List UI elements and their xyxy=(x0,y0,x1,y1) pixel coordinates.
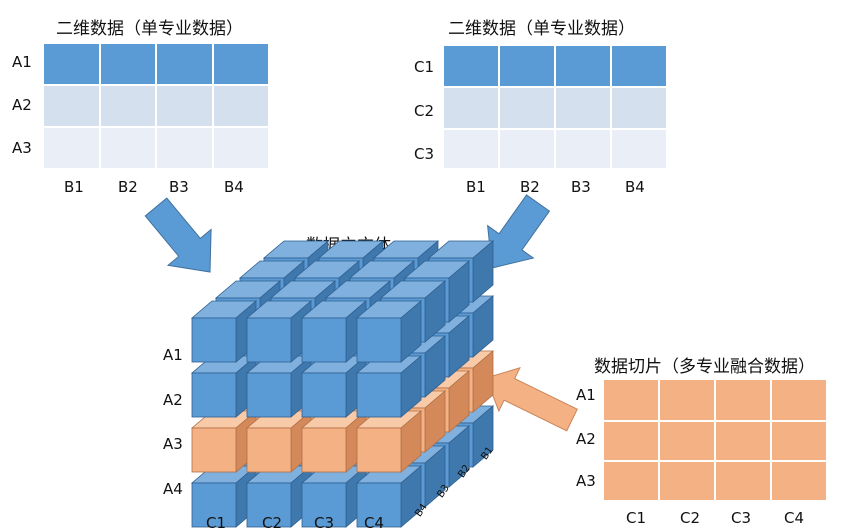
left-table-cell xyxy=(100,44,155,84)
cube-row-label: A1 xyxy=(163,346,183,364)
left-col-label: B2 xyxy=(118,178,138,196)
right-col-label: B1 xyxy=(466,178,486,196)
cube-block-front xyxy=(191,372,237,418)
slice-cell xyxy=(772,462,826,500)
slice-cell xyxy=(660,422,714,460)
right-table-cell xyxy=(444,46,498,86)
arrow-slice-from-cube xyxy=(485,367,578,432)
slice-title: 数据切片（多专业融合数据） xyxy=(594,357,815,377)
left-table-cell xyxy=(157,86,212,126)
right-table-cell xyxy=(612,88,666,128)
left-row-label: A3 xyxy=(12,139,32,157)
left-table-title: 二维数据（单专业数据） xyxy=(56,19,243,39)
slice-col-label: C3 xyxy=(731,509,752,527)
slice-row-label: A3 xyxy=(576,472,596,490)
slice-row-label: A2 xyxy=(576,430,596,448)
right-table-cell xyxy=(444,88,498,128)
slice-cell xyxy=(660,380,714,420)
slice-col-label: C2 xyxy=(680,509,701,527)
slice-cell xyxy=(716,462,770,500)
slice-col-label: C1 xyxy=(626,509,647,527)
right-table-cell xyxy=(556,46,610,86)
right-row-label: C1 xyxy=(414,58,435,76)
slice-grid xyxy=(604,380,826,500)
cube-block-front xyxy=(191,427,237,473)
left-table-cell xyxy=(44,128,99,168)
right-row-label: C3 xyxy=(414,145,435,163)
left-col-label: B4 xyxy=(224,178,244,196)
left-table-cell xyxy=(44,86,99,126)
arrow-left-to-cube xyxy=(144,197,212,273)
left-col-label: B3 xyxy=(169,178,189,196)
cube-block-front xyxy=(301,482,347,528)
cube-col-label: C3 xyxy=(314,514,335,532)
cube-block-front xyxy=(191,317,237,363)
cube-block-front xyxy=(246,427,292,473)
slice-cell xyxy=(604,422,658,460)
right-table-cell xyxy=(500,130,554,168)
slice-cell xyxy=(716,422,770,460)
cube-block-front xyxy=(356,372,402,418)
cube-col-label: C4 xyxy=(364,514,385,532)
cube-block-front xyxy=(356,427,402,473)
cube-block-front xyxy=(191,482,237,528)
cube-block-front xyxy=(356,317,402,363)
left-col-label: B1 xyxy=(64,178,84,196)
slice-cell xyxy=(604,462,658,500)
left-table-grid xyxy=(44,44,268,168)
left-row-label: A1 xyxy=(12,53,32,71)
arrow-right-to-cube xyxy=(487,194,551,269)
slice-cell xyxy=(772,422,826,460)
cube-block-front xyxy=(246,317,292,363)
right-table-cell xyxy=(556,130,610,168)
right-table-cell xyxy=(500,88,554,128)
cube-block-front xyxy=(301,317,347,363)
cube-block-front xyxy=(301,372,347,418)
right-col-label: B3 xyxy=(571,178,591,196)
right-table-cell xyxy=(612,46,666,86)
right-table-cell xyxy=(444,130,498,168)
left-table-cell xyxy=(213,128,268,168)
cube-col-label: C2 xyxy=(262,514,283,532)
slice-row-label: A1 xyxy=(576,386,596,404)
left-table-cell xyxy=(157,128,212,168)
right-table-cell xyxy=(500,46,554,86)
left-table-cell xyxy=(100,86,155,126)
cube-block-front xyxy=(246,372,292,418)
right-table-grid xyxy=(444,46,666,168)
cube-block-front xyxy=(356,482,402,528)
right-table-cell xyxy=(556,88,610,128)
cube-block-front xyxy=(246,482,292,528)
slice-cell xyxy=(716,380,770,420)
right-table-title: 二维数据（单专业数据） xyxy=(448,19,635,39)
right-row-label: C2 xyxy=(414,102,435,120)
left-table-cell xyxy=(44,44,99,84)
slice-cell xyxy=(660,462,714,500)
cube-row-label: A2 xyxy=(163,391,183,409)
cube-row-label: A4 xyxy=(163,480,183,498)
cube-col-label: C1 xyxy=(206,514,227,532)
slice-cell xyxy=(604,380,658,420)
left-table-cell xyxy=(213,44,268,84)
left-table-cell xyxy=(100,128,155,168)
right-col-label: B2 xyxy=(520,178,540,196)
right-table-cell xyxy=(612,130,666,168)
cube-block-front xyxy=(301,427,347,473)
left-table-cell xyxy=(213,86,268,126)
cube-row-label: A3 xyxy=(163,435,183,453)
right-col-label: B4 xyxy=(625,178,645,196)
slice-cell xyxy=(772,380,826,420)
left-table-cell xyxy=(157,44,212,84)
slice-col-label: C4 xyxy=(784,509,805,527)
left-row-label: A2 xyxy=(12,96,32,114)
